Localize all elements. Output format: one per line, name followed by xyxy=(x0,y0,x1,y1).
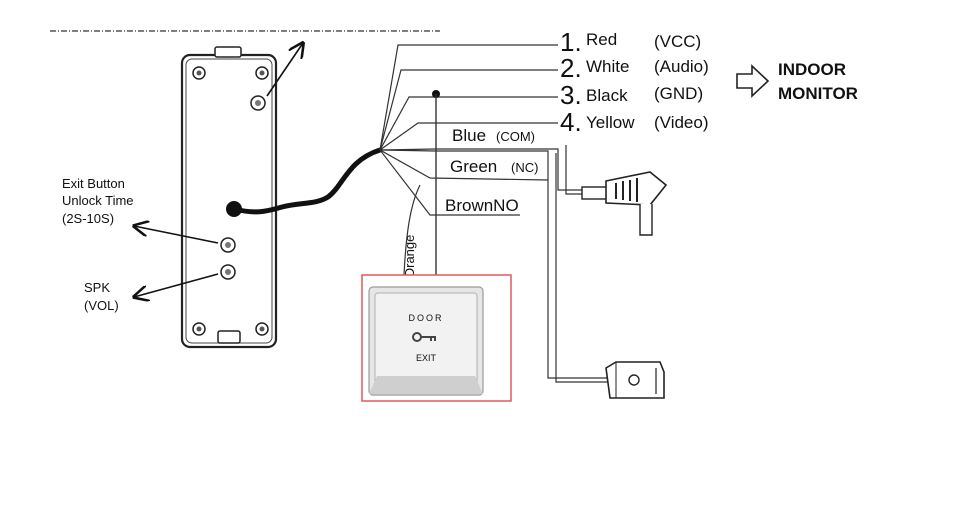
screw-icon xyxy=(255,322,269,336)
wire-1-color: Red xyxy=(586,30,617,49)
wire-4-color: Yellow xyxy=(586,113,635,132)
orange-wire-label: Orange xyxy=(402,235,417,278)
wire-2-number: 2. xyxy=(560,53,582,83)
exit-button-label-line3: (2S-10S) xyxy=(62,211,114,226)
screw-icon xyxy=(255,66,269,80)
wire-3-signal: (GND) xyxy=(654,84,703,103)
main-cable xyxy=(231,147,383,215)
wire-4-signal: (Video) xyxy=(654,113,709,132)
brown-wire-label: BrownNO xyxy=(445,196,519,215)
connector-wires xyxy=(555,145,608,383)
blue-wire-label: Blue xyxy=(452,126,486,145)
unlock-time-knob-icon xyxy=(220,237,236,253)
door-switch-top-text: DOOR xyxy=(409,313,444,323)
indoor-label: INDOOR xyxy=(778,60,846,79)
wire-2-signal: (Audio) xyxy=(654,57,709,76)
volume-knob-icon xyxy=(220,264,236,280)
screw-icon xyxy=(192,66,206,80)
blue-wire-suffix: (COM) xyxy=(496,129,535,144)
indoor-monitor-arrow-icon xyxy=(736,64,770,98)
adjust-knob-icon xyxy=(250,95,266,111)
spk-label-line2: (VOL) xyxy=(84,298,119,313)
exit-button-label-line2: Unlock Time xyxy=(62,193,134,208)
wire-2-color: White xyxy=(586,57,629,76)
outdoor-camera-panel xyxy=(180,46,278,349)
spk-arrow xyxy=(134,273,219,297)
spk-label-line1: SPK xyxy=(84,280,110,295)
door-exit-switch: DOOR EXIT xyxy=(361,274,512,402)
monitor-label: MONITOR xyxy=(778,84,858,103)
mounting-arrow xyxy=(266,43,303,97)
door-switch-bottom-text: EXIT xyxy=(416,353,437,363)
wire-4-number: 4. xyxy=(560,107,582,137)
wire-1-signal: (VCC) xyxy=(654,32,701,51)
electric-lock-icon xyxy=(605,361,665,399)
wire-3-color: Black xyxy=(586,86,628,105)
key-icon xyxy=(412,332,436,342)
wire-3-number: 3. xyxy=(560,80,582,110)
green-wire-suffix: (NC) xyxy=(511,160,538,175)
screw-icon xyxy=(192,322,206,336)
wire-1-number: 1. xyxy=(560,27,582,57)
power-plug-icon xyxy=(581,171,668,236)
green-wire-label: Green xyxy=(450,157,497,176)
wire-fan xyxy=(379,44,608,379)
exit-button-arrow xyxy=(134,226,219,244)
exit-button-label-line1: Exit Button xyxy=(62,176,125,191)
